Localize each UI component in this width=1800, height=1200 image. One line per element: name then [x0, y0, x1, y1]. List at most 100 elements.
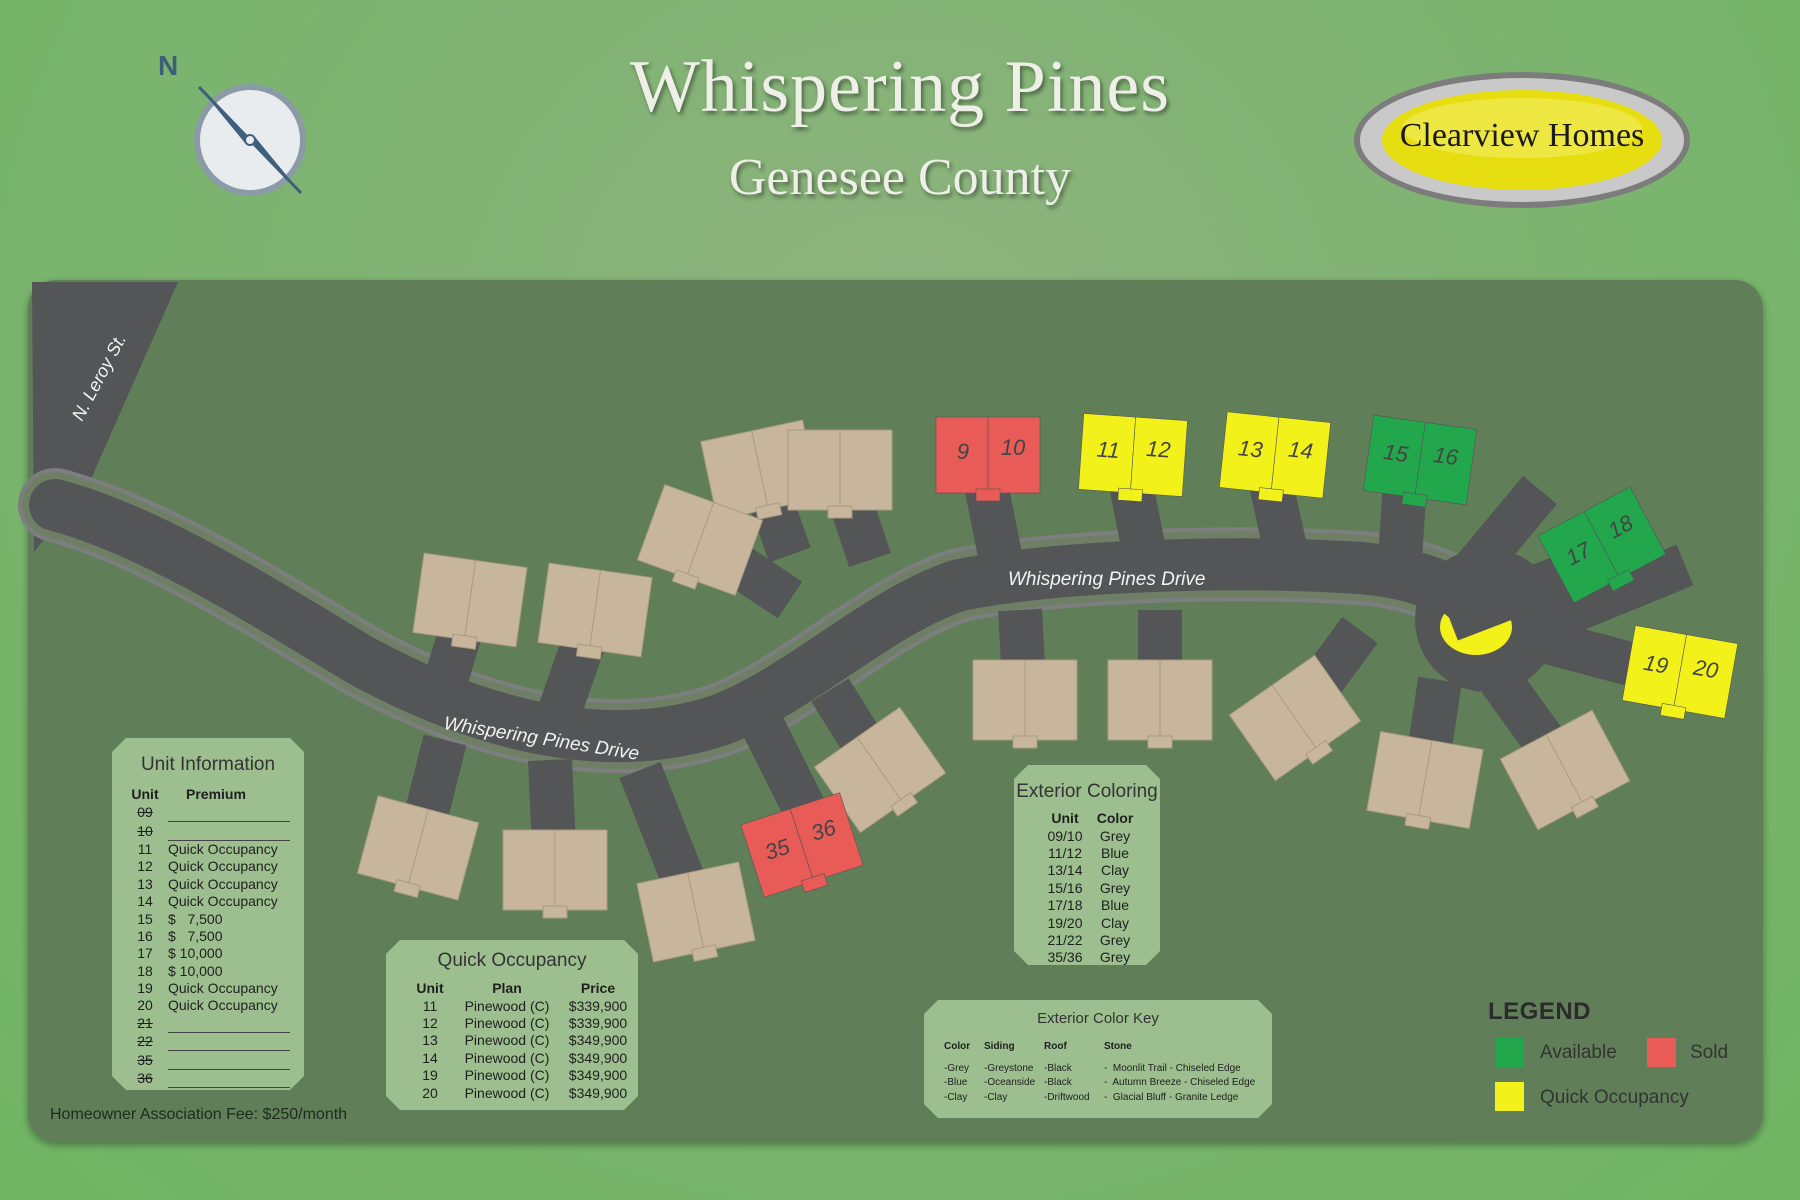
- building-unlabeled: [636, 483, 764, 597]
- driveway: [740, 710, 825, 820]
- driveway: [1442, 549, 1588, 641]
- ec-color: Blue: [1100, 845, 1130, 862]
- qo-price-header: Price: [580, 979, 616, 996]
- driveway: [1541, 544, 1694, 641]
- legend-label-sold: Sold: [1690, 1042, 1729, 1063]
- unit-number: 10: [137, 822, 153, 839]
- color-key-header: Siding: [984, 1041, 1015, 1052]
- color-key-header: Roof: [1044, 1041, 1067, 1052]
- hoa-fee-note: Homeowner Association Fee: $250/month: [50, 1106, 348, 1123]
- unit-information-row: 16$ 7,500: [122, 928, 290, 945]
- qo-plan: Pinewood (C): [464, 1084, 550, 1101]
- exterior-coloring-row: 35/36 Grey: [1040, 949, 1140, 966]
- lot-18[interactable]: [1583, 486, 1667, 579]
- unit-premium: [168, 1032, 290, 1052]
- lot-20[interactable]: [1673, 634, 1739, 719]
- lot-12[interactable]: [1130, 416, 1188, 497]
- ec-unit: 13/14: [1047, 862, 1083, 879]
- qo-plan: Pinewood (C): [464, 1032, 550, 1049]
- lot-36[interactable]: [789, 792, 864, 882]
- unit-information-title: Unit Information: [140, 754, 276, 775]
- compass-north-label: N: [158, 50, 179, 81]
- ec-unit: 35/36: [1047, 949, 1083, 966]
- ec-color: Blue: [1100, 897, 1130, 914]
- exterior-color-key-panel: Exterior Color Key Color-Grey-Blue-Clay S…: [924, 1000, 1272, 1118]
- color-key-column: Roof-Black-Black-Driftwood: [1044, 1040, 1090, 1105]
- ec-unit: 11/12: [1048, 845, 1082, 862]
- unit-information-row: 09: [122, 804, 290, 823]
- qo-price: $339,900: [568, 1015, 628, 1032]
- color-key-value: -Black: [1044, 1077, 1072, 1088]
- premium-header: Premium: [186, 786, 246, 802]
- unit-information-row: 36: [122, 1069, 290, 1089]
- unit-premium: $ 10,000: [168, 945, 223, 962]
- unit-number: 22: [137, 1033, 153, 1050]
- ec-color: Grey: [1099, 827, 1131, 844]
- building-unlabeled: [787, 429, 893, 519]
- qo-unit: 20: [422, 1084, 438, 1101]
- lot-number: 9: [957, 439, 969, 464]
- ec-unit: 21/22: [1047, 932, 1083, 949]
- unit-premium: Quick Occupancy: [168, 858, 278, 875]
- color-key-column: Stone- Moonlit Trail - Chiseled Edge- Au…: [1104, 1040, 1255, 1105]
- lot-number: 13: [1237, 435, 1265, 463]
- color-key-value: -Blue: [944, 1077, 968, 1088]
- unit-number: 11: [137, 840, 153, 857]
- unit-information-row: 10: [122, 821, 290, 841]
- lot-9[interactable]: [935, 416, 989, 494]
- page-subtitle: Genesee County: [728, 149, 1072, 206]
- ec-color: Clay: [1100, 914, 1129, 931]
- unit-information-row: 22: [122, 1032, 290, 1052]
- ec-unit: 17/18: [1047, 897, 1083, 914]
- legend-title: LEGEND: [1488, 998, 1592, 1025]
- unit-premium: [168, 1069, 290, 1089]
- unit-number: 16: [137, 927, 153, 944]
- lot-number: 16: [1432, 442, 1460, 470]
- unit-information-row: 20 Quick Occupancy: [122, 997, 290, 1014]
- ec-unit: 09/10: [1047, 827, 1083, 844]
- road-drive: [29, 479, 1496, 763]
- unit-premium: Quick Occupancy: [168, 997, 278, 1014]
- unit-premium: [168, 1050, 290, 1070]
- unit-number: 13: [137, 875, 153, 892]
- unit-number: 14: [137, 893, 153, 910]
- ec-color: Grey: [1099, 879, 1131, 896]
- unit-premium: [168, 821, 290, 841]
- ec-color-header: Color: [1096, 810, 1134, 826]
- building-unlabeled: [1107, 659, 1213, 749]
- unit-premium: $ 10,000: [168, 962, 223, 979]
- unit-number: 19: [137, 980, 153, 997]
- building-unlabeled: [502, 829, 608, 919]
- color-key-value: - Autumn Breeze - Chiseled Edge: [1104, 1077, 1256, 1088]
- unit-number: 20: [137, 997, 153, 1014]
- building-unlabeled: [1366, 730, 1484, 830]
- logo-text: Clearview Homes: [1399, 117, 1645, 154]
- qo-unit: 13: [422, 1032, 438, 1049]
- qo-unit: 12: [422, 1015, 438, 1032]
- ec-color: Clay: [1100, 862, 1129, 879]
- exterior-color-key-title: Exterior Color Key: [1037, 1010, 1159, 1027]
- unit-premium: Quick Occupancy: [168, 840, 278, 857]
- ec-color: Grey: [1099, 949, 1131, 966]
- color-key-value: - Glacial Bluff - Granite Ledge: [1104, 1091, 1239, 1103]
- lot-14[interactable]: [1270, 416, 1332, 499]
- unit-header: Unit: [131, 786, 159, 802]
- building-unlabeled: [972, 659, 1078, 749]
- unit-information-row: 35: [122, 1050, 290, 1070]
- driveway: [1423, 475, 1557, 625]
- lot-number: 10: [1001, 435, 1026, 460]
- lot-16[interactable]: [1414, 422, 1478, 506]
- color-key-column: Color-Grey-Blue-Clay: [944, 1040, 970, 1105]
- unit-information-row: 15$ 7,500: [122, 910, 290, 927]
- legend-swatch-sold: [1647, 1038, 1676, 1067]
- lot-10[interactable]: [987, 416, 1041, 494]
